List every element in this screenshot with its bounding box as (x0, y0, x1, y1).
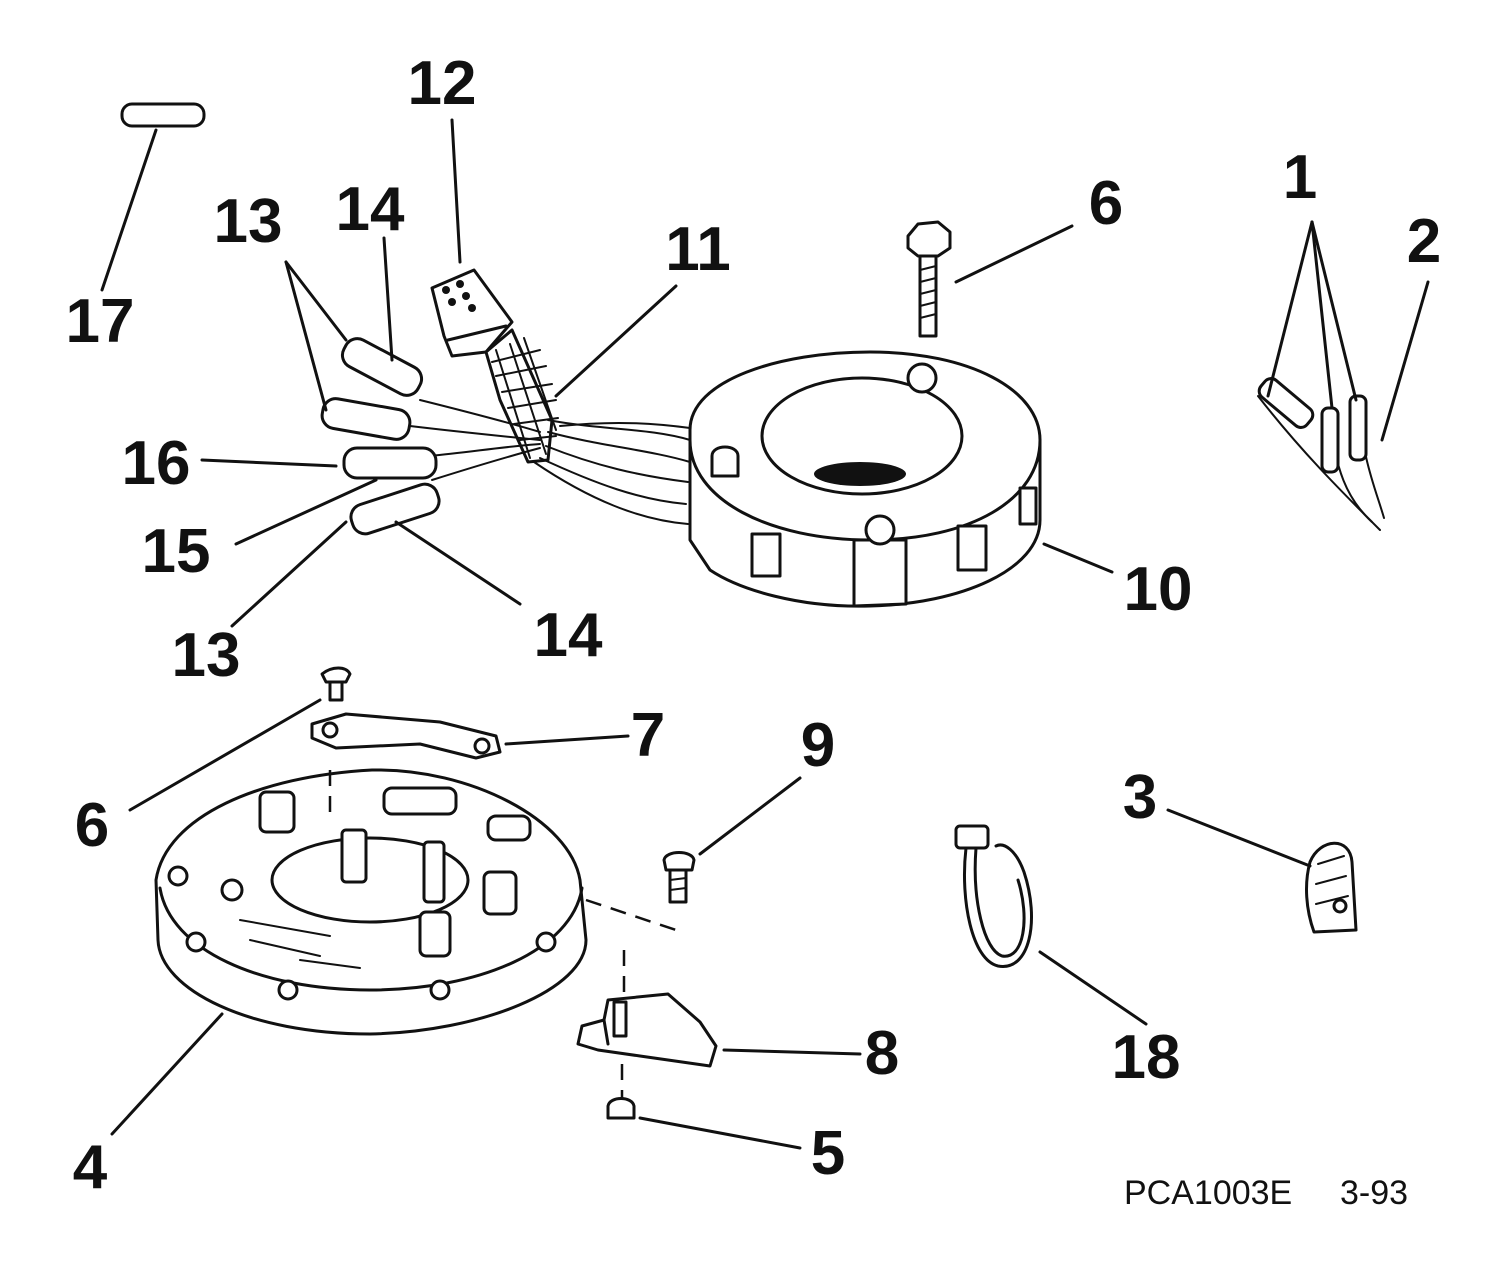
callout-1: 1 (1282, 143, 1318, 212)
callout-13-top: 13 (213, 187, 283, 256)
callout-13-bottom: 13 (171, 621, 241, 690)
part-11-harness (484, 328, 691, 525)
part-8-bracket (576, 950, 718, 1098)
callout-11: 11 (665, 215, 731, 284)
callout-5: 5 (810, 1119, 846, 1188)
leader-lines (100, 118, 1430, 1150)
part-3-clip (1305, 841, 1358, 934)
callout-14-top: 14 (335, 175, 405, 244)
callout-2: 2 (1406, 207, 1442, 276)
figure-code: PCA1003E (1124, 1174, 1293, 1212)
callout-15: 15 (141, 517, 211, 586)
part-7-plate (310, 712, 502, 760)
part-4-base-plate (154, 768, 588, 1036)
callout-4: 4 (72, 1133, 108, 1202)
callout-18: 18 (1111, 1023, 1181, 1092)
part-9-screw (585, 851, 696, 932)
part-1-2-terminals (1257, 377, 1385, 531)
callout-12: 12 (407, 49, 477, 118)
callout-3: 3 (1122, 763, 1158, 832)
callout-7: 7 (630, 701, 666, 770)
part-18-cable-tie (954, 824, 1033, 968)
part-6-bolt-top (906, 220, 952, 338)
part-12-connector (430, 268, 514, 358)
callout-17: 17 (65, 287, 135, 356)
callout-14-bottom: 14 (533, 601, 603, 670)
callout-16: 16 (121, 429, 191, 498)
leads-13-14-16-15 (320, 337, 541, 536)
callout-9: 9 (800, 711, 836, 780)
part-10-stator (688, 350, 1042, 608)
part-6-screw-lower (320, 666, 352, 702)
callout-6-top: 6 (1088, 169, 1124, 238)
part-5-screw (606, 1097, 636, 1120)
callout-6-lower: 6 (74, 791, 110, 860)
callout-8: 8 (864, 1019, 900, 1088)
callout-10: 10 (1123, 555, 1193, 624)
figure-date: 3-93 (1340, 1174, 1409, 1212)
part-17-pin (120, 102, 206, 128)
